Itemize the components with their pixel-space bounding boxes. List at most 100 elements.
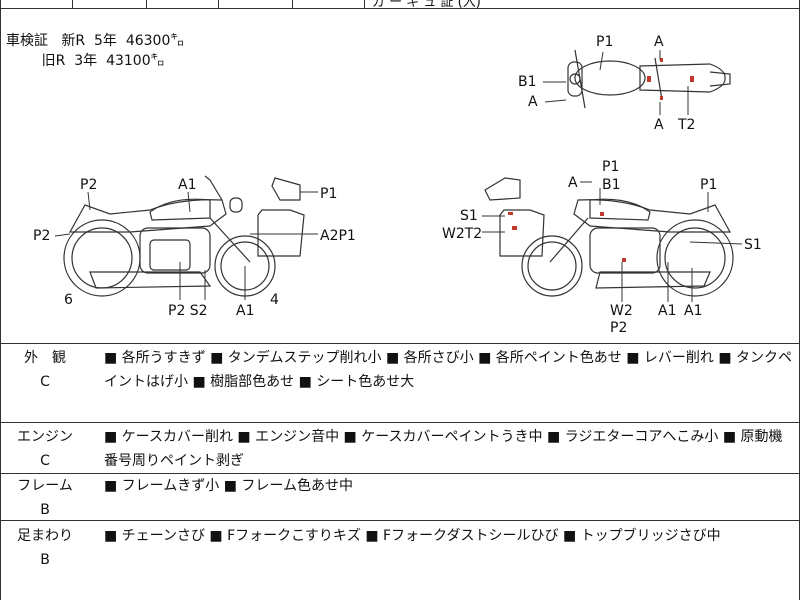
right-view-bike — [484, 177, 734, 297]
leader-line — [54, 233, 71, 237]
label-top-a-bottom: A — [654, 117, 664, 133]
top-view-front — [567, 61, 583, 97]
label-right-p2: P2 — [610, 320, 628, 336]
label-left-p1: P1 — [320, 186, 338, 202]
right-view-tank — [589, 198, 651, 221]
right-view-exhaust — [595, 271, 711, 289]
damage-mark — [647, 76, 651, 82]
section-suspension: 足まわり B ■ チェーンさび ■ Fフォークこすりキズ ■ Fフォークダストシ… — [0, 521, 800, 600]
label-right-s1-right: S1 — [744, 237, 762, 253]
label-right-a: A — [568, 175, 578, 191]
leader-line — [87, 191, 91, 211]
damage-mark — [600, 212, 604, 216]
top-view-marks — [647, 58, 694, 100]
inspection-years: 3年 — [74, 53, 98, 69]
left-view-bike — [63, 175, 305, 297]
frame-left-border — [0, 0, 1, 600]
label-top-t2: T2 — [678, 117, 696, 133]
inspection-type: 旧R — [41, 53, 66, 69]
label-right-p1-top: P1 — [602, 159, 620, 175]
label-right-s1: S1 — [460, 208, 478, 224]
damage-mark — [690, 76, 694, 82]
right-view-leaders — [482, 181, 743, 302]
damage-mark — [660, 96, 663, 100]
right-view-marks — [508, 212, 626, 262]
section-frame: フレーム B ■ フレームきず小 ■ フレーム色あせ中 — [0, 474, 800, 521]
right-view-fork — [549, 217, 589, 263]
top-view-step — [654, 57, 663, 101]
left-view-handlebar — [204, 175, 223, 201]
top-view-tank — [574, 60, 646, 96]
left-view-engine — [139, 227, 211, 274]
motorcycle-diagrams — [54, 49, 743, 302]
right-view-front-wheel — [521, 235, 583, 297]
right-view-top-case — [484, 177, 521, 201]
top-view-leaders — [543, 50, 689, 115]
left-view-top-case — [271, 177, 301, 201]
label-left-p2: P2 — [33, 228, 51, 244]
section-grade: C — [40, 453, 50, 469]
label-top-b1: B1 — [518, 74, 537, 90]
right-view-rear-rim — [664, 227, 726, 289]
section-text: ■ チェーンさび ■ Fフォークこすりキズ ■ Fフォークダストシールひび ■ … — [104, 528, 721, 544]
label-right-w2t2: W2T2 — [442, 226, 483, 242]
section-grade: C — [40, 374, 50, 390]
damage-mark — [512, 226, 517, 230]
section-grade: B — [40, 502, 50, 518]
right-view-side-case — [499, 209, 545, 257]
section-name: フレーム — [17, 478, 73, 494]
section-head: 外 観 C — [0, 346, 90, 394]
label-left-p2s2: P2 S2 — [168, 303, 208, 319]
inspection-label: 車検証 — [6, 33, 48, 49]
label-top-a-left: A — [528, 94, 538, 110]
left-view-tank — [149, 198, 211, 221]
inspection-years: 5年 — [94, 33, 117, 49]
section-engine: エンジン C ■ ケースカバー削れ ■ エンジン音中 ■ ケースカバーペイントう… — [0, 423, 800, 474]
inspection-type: 新R — [61, 33, 86, 49]
left-view-body — [68, 199, 227, 233]
inspection-km: 43100㌔ — [106, 53, 165, 69]
header-cell-divider — [292, 0, 293, 8]
left-view-headlight — [229, 197, 243, 213]
leader-line — [544, 99, 567, 103]
left-view-leaders — [54, 191, 318, 300]
top-view-bike — [567, 49, 731, 109]
diagram-area: 車検証 新R 5年 46300㌔ 旧R 3年 43100㌔ — [0, 9, 800, 344]
damage-mark — [660, 58, 663, 62]
left-view-engine-case — [149, 239, 191, 271]
label-left-num-6: 6 — [64, 292, 73, 308]
label-left-num-4: 4 — [270, 292, 279, 308]
section-text: ■ フレームきず小 ■ フレーム色あせ中 — [104, 478, 353, 494]
left-view-fork — [209, 217, 251, 263]
label-top-p1: P1 — [596, 34, 614, 50]
header-cell-divider — [218, 0, 219, 8]
leader-line — [187, 191, 191, 213]
section-name: エンジン — [17, 429, 73, 445]
section-head: フレーム B — [0, 474, 90, 522]
label-left-a2p1: A2P1 — [320, 228, 356, 244]
section-head: エンジン C — [0, 425, 90, 473]
left-view-rear-rim — [71, 227, 133, 289]
left-view-side-case — [257, 209, 305, 257]
label-left-a1-bottom: A1 — [236, 303, 255, 319]
left-view-exhaust — [89, 271, 212, 289]
label-right-p1: P1 — [700, 177, 718, 193]
label-left-a1-top: A1 — [178, 177, 197, 193]
top-view-tail — [709, 71, 731, 87]
header-cell-divider — [72, 0, 73, 8]
header-cell-divider — [146, 0, 147, 8]
section-head: 足まわり B — [0, 524, 90, 572]
leader-line — [689, 241, 743, 245]
leader-line — [599, 51, 604, 71]
section-name: 足まわり — [17, 528, 73, 544]
section-text: ■ ケースカバー削れ ■ エンジン音中 ■ ケースカバーペイントうき中 ■ ラジ… — [104, 429, 783, 469]
inspection-row: 旧R 3年 43100㌔ — [6, 51, 184, 71]
label-left-p2-top: P2 — [80, 177, 98, 193]
right-view-body — [573, 199, 732, 233]
damage-mark — [622, 258, 626, 262]
label-right-a1: A1 — [658, 303, 677, 319]
inspection-row: 車検証 新R 5年 46300㌔ — [6, 31, 184, 51]
top-view-seat — [639, 63, 726, 93]
header-tail-text: ガ ー ギ ュ 証 (入) — [372, 0, 481, 10]
damage-mark — [508, 212, 513, 215]
